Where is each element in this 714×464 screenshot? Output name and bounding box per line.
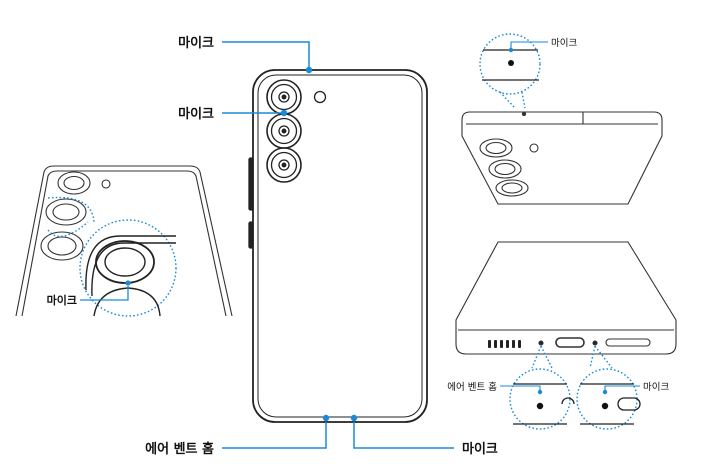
mic-left-detail-label: 마이크 [47, 293, 77, 307]
phone-back-view [248, 69, 428, 423]
flash [313, 90, 327, 104]
phone-top-view [461, 111, 663, 205]
callout-mic-top: 마이크 [178, 35, 313, 74]
mic-bottom-label: 마이크 [462, 441, 498, 457]
bottom-vent-detail: 에어 벤트 홈 [447, 345, 575, 430]
phone-angled-left [15, 165, 233, 317]
mic-bottom-detail-label: 마이크 [643, 382, 669, 393]
callout-mic-bottom: 마이크 [350, 414, 498, 457]
mic-top-label: 마이크 [178, 35, 214, 51]
camera-lens-1 [266, 79, 302, 115]
left-zoom-detail: 마이크 [47, 196, 177, 317]
callout-mic-camera: 마이크 [178, 106, 288, 122]
top-edge-detail: 마이크 [479, 33, 577, 109]
bottom-mic-detail: 마이크 [576, 345, 669, 430]
camera-lens-3 [266, 147, 302, 183]
camera-lens-2 [266, 113, 302, 149]
vent-bottom-label: 에어 벤트 홈 [145, 441, 214, 457]
callout-vent-bottom: 에어 벤트 홈 [145, 414, 330, 457]
mic-camera-label: 마이크 [178, 106, 214, 122]
speaker-grille [488, 340, 521, 348]
vent-detail-label: 에어 벤트 홈 [447, 381, 497, 393]
phone-bottom-view [455, 241, 677, 355]
sim-tray [605, 338, 651, 347]
mic-top-right-label: 마이크 [551, 38, 577, 49]
usb-port [555, 337, 585, 348]
